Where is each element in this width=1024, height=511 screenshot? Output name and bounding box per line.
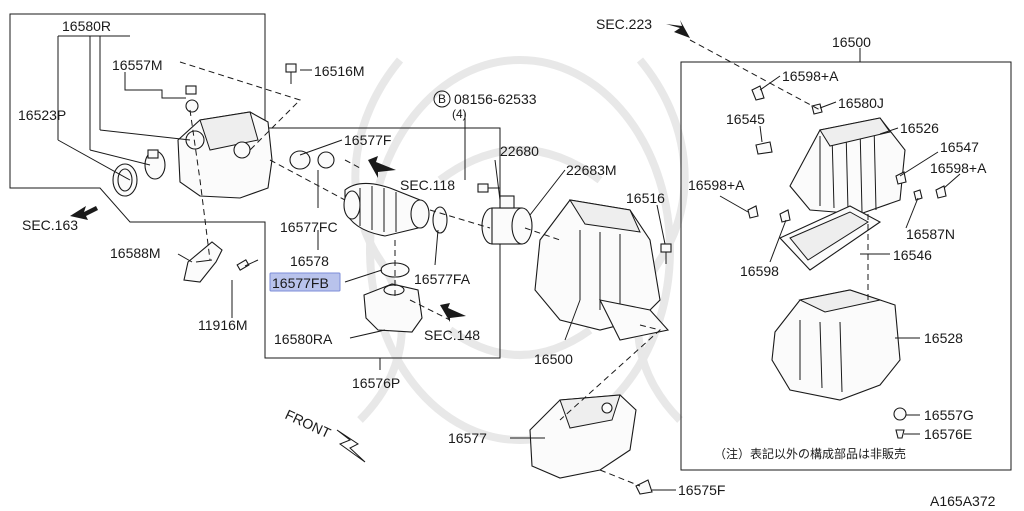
- label-16580j[interactable]: 16580J: [838, 95, 884, 111]
- label-16516m[interactable]: 16516M: [314, 63, 365, 79]
- label-16588m[interactable]: 16588M: [110, 245, 161, 261]
- note-text: （注）表記以外の構成部品は非販売: [714, 446, 906, 461]
- filter-element-16546: [779, 205, 882, 271]
- bolt-marker-circle: [433, 90, 451, 108]
- label-22680[interactable]: 22680: [500, 143, 539, 159]
- label-16598a-1[interactable]: 16598+A: [782, 68, 839, 84]
- label-16526[interactable]: 16526: [900, 120, 939, 136]
- bracket-16588m: [183, 241, 223, 283]
- hose-clamp-center: [289, 150, 448, 278]
- label-sec118[interactable]: SEC.118: [400, 177, 455, 193]
- label-16577f[interactable]: 16577F: [344, 132, 391, 148]
- label-sec163[interactable]: SEC.163: [22, 217, 78, 233]
- group-box-16576p: [264, 222, 500, 359]
- resonator-housing: [177, 111, 273, 199]
- air-cleaner-lower-16528: [771, 289, 901, 401]
- label-16580r[interactable]: 16580R: [62, 18, 111, 34]
- label-16577fb[interactable]: 16577FB: [272, 275, 329, 291]
- label-16576p[interactable]: 16576P: [352, 375, 400, 391]
- bolt-11916m: [236, 259, 259, 271]
- grommet-16557g: [893, 407, 907, 439]
- air-duct-16577: [529, 394, 637, 479]
- air-cleaner-upper-16526: [789, 117, 906, 215]
- label-16557g[interactable]: 16557G: [924, 407, 974, 423]
- group-box-16500: [680, 61, 1012, 471]
- leader-lines: [57, 35, 961, 491]
- arrow-front-icon: [336, 429, 366, 463]
- label-16578[interactable]: 16578: [290, 253, 329, 269]
- label-16598a-2[interactable]: 16598+A: [930, 160, 987, 176]
- label-16557m[interactable]: 16557M: [112, 57, 163, 73]
- label-22683m[interactable]: 22683M: [566, 162, 617, 178]
- label-16580ra[interactable]: 16580RA: [274, 331, 333, 347]
- highlight-16577fb: [269, 272, 341, 292]
- clip-16598-group: [747, 85, 947, 223]
- label-16500-lower[interactable]: 16500: [534, 351, 573, 367]
- arrow-sec223-icon: [666, 20, 690, 38]
- dashed-leaders: [179, 39, 869, 487]
- label-16577fa[interactable]: 16577FA: [414, 271, 471, 287]
- label-16575f[interactable]: 16575F: [678, 482, 725, 498]
- air-flow-sensor-22680: [481, 195, 533, 245]
- arrow-sec163-icon: [70, 206, 98, 220]
- label-sec148[interactable]: SEC.148: [424, 327, 480, 343]
- label-08156-62533[interactable]: 08156-62533: [454, 91, 537, 107]
- label-16516[interactable]: 16516: [626, 190, 665, 206]
- label-bolt-qty: (4): [452, 107, 467, 121]
- label-16587n[interactable]: 16587N: [906, 226, 955, 242]
- label-16528[interactable]: 16528: [924, 330, 963, 346]
- label-11916m[interactable]: 11916M: [198, 317, 248, 333]
- label-16577fc[interactable]: 16577FC: [280, 219, 338, 235]
- diagram-code: A165A372: [930, 493, 996, 509]
- bolt-16516m: [285, 63, 297, 84]
- bolt-08156: [477, 183, 500, 193]
- label-16576e[interactable]: 16576E: [924, 426, 972, 442]
- arrow-sec148-icon: [440, 303, 466, 322]
- label-16546[interactable]: 16546: [893, 247, 932, 263]
- section-arrows: [70, 20, 690, 463]
- label-front: FRONT: [283, 406, 334, 441]
- label-sec223[interactable]: SEC.223: [596, 16, 652, 32]
- part-labels: 16580R 16557M 16516M 16523P SEC.163 1658…: [18, 16, 996, 509]
- label-16500-top[interactable]: 16500: [832, 34, 871, 50]
- hose-clamp-left: [112, 149, 166, 197]
- bolt-16516: [660, 243, 672, 264]
- label-16547[interactable]: 16547: [940, 139, 979, 155]
- label-16598a-3[interactable]: 16598+A: [688, 177, 745, 193]
- label-16577[interactable]: 16577: [448, 430, 487, 446]
- grommet-16557m: [185, 85, 199, 113]
- label-16523p[interactable]: 16523P: [18, 107, 66, 123]
- clip-16575f: [635, 479, 653, 495]
- label-16545[interactable]: 16545: [726, 111, 765, 127]
- label-16598[interactable]: 16598: [740, 263, 779, 279]
- intake-duct: [343, 182, 430, 237]
- arrow-sec118-icon: [368, 156, 396, 178]
- air-cleaner-lower: [534, 199, 670, 341]
- label-bolt-marker: B: [438, 92, 446, 106]
- resonator-16580ra: [363, 283, 423, 333]
